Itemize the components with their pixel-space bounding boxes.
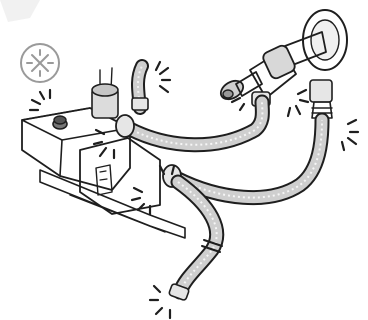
hose-top-short — [132, 66, 148, 110]
tighten-mark — [150, 286, 170, 318]
tighten-mark — [30, 90, 50, 110]
tighten-mark — [288, 90, 308, 116]
tighten-mark — [232, 98, 244, 110]
wall-tap — [218, 10, 347, 118]
tighten-mark — [342, 120, 358, 150]
tighten-mark — [156, 62, 170, 92]
no-tools-symbol-icon — [21, 44, 59, 82]
background-fragment — [0, 0, 40, 22]
